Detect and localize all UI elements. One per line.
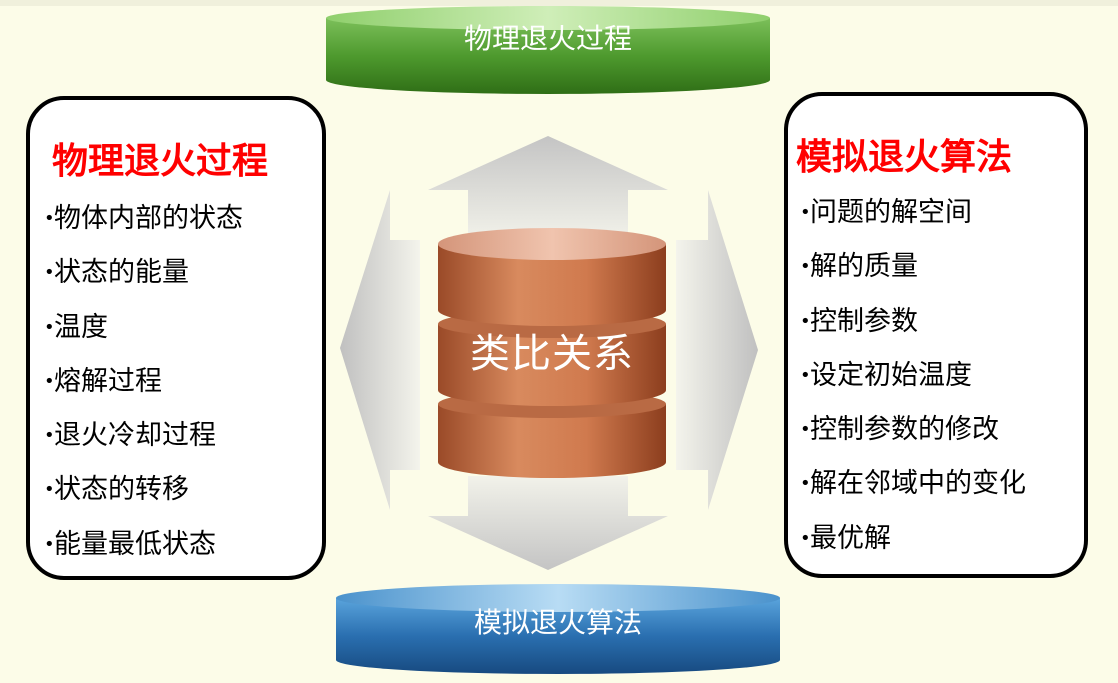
list-item: •温度 (44, 311, 243, 365)
right-panel-list: •问题的解空间 •解的质量 •控制参数 •设定初始温度 •控制参数的修改 •解在… (800, 196, 1026, 576)
bottom-cylinder-label: 模拟退火算法 (473, 606, 642, 639)
center-cylinder-label: 类比关系 (470, 331, 634, 377)
bullet-icon: • (44, 262, 55, 284)
left-panel: 物理退火过程 •物体内部的状态 •状态的能量 •温度 •熔解过程 •退火冷却过程… (26, 96, 326, 580)
list-item: •熔解过程 (44, 365, 243, 419)
bullet-icon: • (44, 208, 55, 229)
top-cylinder-label: 物理退火过程 (463, 22, 632, 55)
bullet-icon: • (44, 370, 55, 392)
list-item-text: 温度 (54, 311, 108, 343)
list-item: •退火冷却过程 (44, 419, 243, 473)
bullet-icon: • (800, 310, 811, 332)
list-item-text: 最优解 (810, 522, 891, 554)
bullet-icon: • (800, 473, 811, 495)
bullet-icon: • (44, 425, 55, 447)
right-panel-title: 模拟退火算法 (796, 137, 1013, 178)
top-cylinder (326, 6, 770, 94)
list-item-text: 状态的转移 (54, 474, 189, 506)
list-item-text: 设定初始温度 (810, 359, 972, 391)
list-item-text: 能量最低状态 (54, 528, 216, 560)
bullet-icon: • (44, 479, 55, 501)
list-item-text: 物体内部的状态 (54, 203, 243, 234)
arrow-left (340, 190, 420, 510)
list-item: •控制参数的修改 (800, 413, 1026, 467)
list-item: •控制参数 (800, 305, 1026, 359)
list-item: •设定初始温度 (800, 359, 1026, 413)
list-item-text: 解在邻域中的变化 (810, 468, 1026, 500)
list-item: •状态的能量 (44, 256, 243, 310)
left-panel-title: 物理退火过程 (52, 141, 269, 182)
arrow-down (428, 476, 668, 570)
list-item-text: 解的质量 (810, 251, 918, 283)
top-divider (0, 0, 1118, 6)
arrow-right (676, 190, 758, 510)
list-item: •物体内部的状态 (44, 202, 243, 256)
bullet-icon: • (800, 256, 811, 278)
center-cylinder (438, 228, 666, 478)
list-item: •解在邻域中的变化 (800, 467, 1026, 521)
bullet-icon: • (44, 316, 55, 338)
bullet-icon: • (800, 364, 811, 386)
list-item-text: 状态的能量 (54, 257, 189, 289)
right-panel: 模拟退火算法 •问题的解空间 •解的质量 •控制参数 •设定初始温度 •控制参数… (784, 92, 1088, 578)
list-item-text: 控制参数 (810, 305, 918, 337)
list-item: •能量最低状态 (44, 528, 243, 582)
list-item-text: 问题的解空间 (810, 197, 972, 228)
bullet-icon: • (800, 419, 811, 441)
list-item: •状态的转移 (44, 473, 243, 527)
list-item: •解的质量 (800, 250, 1026, 304)
list-item-text: 退火冷却过程 (54, 420, 216, 452)
bullet-icon: • (44, 533, 55, 555)
list-item: •问题的解空间 (800, 196, 1026, 250)
bullet-icon: • (800, 527, 811, 549)
list-item: •最优解 (800, 522, 1026, 576)
arrow-up (428, 136, 668, 240)
list-item-text: 控制参数的修改 (810, 414, 999, 446)
bullet-icon: • (800, 202, 811, 223)
left-panel-list: •物体内部的状态 •状态的能量 •温度 •熔解过程 •退火冷却过程 •状态的转移… (44, 202, 243, 582)
bottom-cylinder (336, 584, 780, 674)
list-item-text: 熔解过程 (54, 365, 162, 397)
